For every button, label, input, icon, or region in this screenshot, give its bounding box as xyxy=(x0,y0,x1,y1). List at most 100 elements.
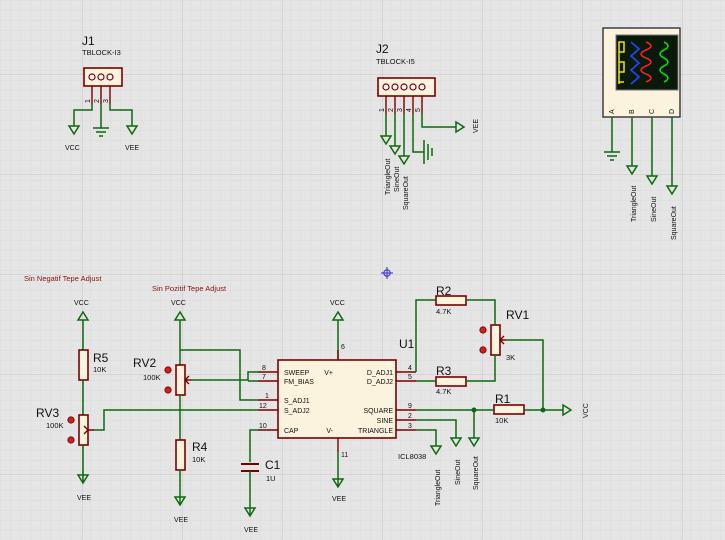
trace-a xyxy=(618,41,625,84)
j2-pin-2: 2 xyxy=(388,108,395,112)
scope-net-square: SquareOut xyxy=(671,206,678,240)
j2-pin-5: 5 xyxy=(415,108,422,112)
wire-dadj2-r3 xyxy=(416,355,496,382)
j1-vee-label: VEE xyxy=(125,145,139,152)
u1-vee-arrow xyxy=(331,478,345,489)
c1-vee-arrow xyxy=(243,507,257,518)
rv1-potentiometer[interactable]: RV1 3K xyxy=(479,308,530,362)
rv1-ref: RV1 xyxy=(506,308,529,322)
scope-net-arrows xyxy=(625,165,679,196)
u1-pin-d-adj1: D_ADJ1 xyxy=(367,370,393,377)
rv3-potentiometer[interactable]: RV3 100K xyxy=(36,406,94,446)
r1-vcc-label: VCC xyxy=(583,403,590,418)
u1-pin-4: 4 xyxy=(408,365,412,372)
r1-value: 10K xyxy=(495,416,508,425)
scope-channel-a: A xyxy=(609,109,616,114)
j2-ref: J2 xyxy=(376,42,389,56)
j1-vcc-label: VCC xyxy=(65,145,80,152)
r5-value: 10K xyxy=(93,365,106,374)
rv2-ref: RV2 xyxy=(133,356,156,370)
j1-value: TBLOCK-I3 xyxy=(82,48,121,57)
j2-ground-symbol xyxy=(423,140,433,164)
j1-ground-symbol xyxy=(93,127,109,137)
u1-pin-vplus: V+ xyxy=(324,370,333,377)
j1-pin-3: 3 xyxy=(103,99,110,103)
r2-value: 4.7K xyxy=(436,307,451,316)
wire-outputs xyxy=(416,410,475,446)
u1-ic[interactable]: 8 7 1 12 10 SWEEP FM_BIAS S_ADJ1 S_ADJ2 … xyxy=(258,344,416,459)
u1-pin-cap: CAP xyxy=(284,428,299,435)
r3-value: 4.7K xyxy=(436,387,451,396)
wire-rv2-wiper-sweep xyxy=(191,371,258,382)
rv2-vcc-label: VCC xyxy=(171,300,186,307)
wire-rv3-wiper-sadj2 xyxy=(94,409,258,431)
j1-vee-arrow xyxy=(125,125,139,136)
r1-ref: R1 xyxy=(495,392,511,406)
u1-pin-square: SQUARE xyxy=(363,408,393,415)
r4-vee-arrow xyxy=(173,496,187,507)
scope-channel-c: C xyxy=(649,109,656,114)
rv3-vee-arrow xyxy=(76,474,90,485)
u1-pin-6: 6 xyxy=(341,344,345,351)
u1-pin-s-adj2: S_ADJ2 xyxy=(284,408,310,415)
u1-vee-label: VEE xyxy=(332,496,346,503)
wire-rv1-wiper-r1 xyxy=(506,339,544,410)
wire-rv3-to-sadj1 xyxy=(180,349,258,401)
j2-terminal-block[interactable]: J2 TBLOCK-I5 1 2 3 4 5 xyxy=(376,42,436,114)
u1-pin-9: 9 xyxy=(408,403,412,410)
j2-net-sine: SineOut xyxy=(394,167,401,192)
u1-pin-triangle: TRIANGLE xyxy=(358,428,393,435)
j1-pin-2: 2 xyxy=(94,99,101,103)
u1-pin-sine: SINE xyxy=(377,418,394,425)
u1-pin-8: 8 xyxy=(262,365,266,372)
r5-ref: R5 xyxy=(93,351,109,365)
u1-vcc-label: VCC xyxy=(330,300,345,307)
u1-pin-12: 12 xyxy=(259,403,267,410)
u1-output-arrows xyxy=(429,437,481,456)
r4-value: 10K xyxy=(192,455,205,464)
u1-pin-fm-bias: FM_BIAS xyxy=(284,379,314,386)
scope-net-sine: SineOut xyxy=(651,197,658,222)
scope-wires xyxy=(611,117,673,186)
oscilloscope[interactable]: A B C D xyxy=(602,27,681,118)
junction-r1 xyxy=(540,407,546,413)
rv1-value: 3K xyxy=(506,353,515,362)
u1-pin-vminus: V- xyxy=(326,428,333,435)
rv2-value: 100K xyxy=(143,373,161,382)
c1-capacitor[interactable]: C1 1U xyxy=(241,458,281,483)
wire-dadj1-r2 xyxy=(415,299,496,372)
u1-net-triangle: TriangleOut xyxy=(435,470,442,506)
u1-value: ICL8038 xyxy=(398,452,426,461)
trace-d xyxy=(659,41,669,83)
scope-channel-b: B xyxy=(629,109,636,114)
u1-pin-sweep: SWEEP xyxy=(284,370,310,377)
u1-pin-s-adj1: S_ADJ1 xyxy=(284,398,310,405)
scope-channel-d: D xyxy=(669,109,676,114)
j1-wires xyxy=(73,104,133,128)
j2-pin-3: 3 xyxy=(397,108,404,112)
j2-pin-1: 1 xyxy=(379,108,386,112)
trace-c xyxy=(640,41,652,83)
wire-cap-c1 xyxy=(249,429,258,462)
j2-net-square: SquareOut xyxy=(403,176,410,210)
scope-ground-symbol xyxy=(604,151,620,161)
u1-ref: U1 xyxy=(399,337,415,351)
r4-ref: R4 xyxy=(192,440,208,454)
u1-pin-1: 1 xyxy=(265,393,269,400)
j2-net-arrows xyxy=(379,120,466,166)
u1-pin-5: 5 xyxy=(408,374,412,381)
r1-vcc-arrow xyxy=(562,403,573,417)
u1-pin-7: 7 xyxy=(262,374,266,381)
c1-value: 1U xyxy=(266,474,276,483)
rv3-value: 100K xyxy=(46,421,64,430)
c1-ref: C1 xyxy=(265,458,281,472)
j1-ref: J1 xyxy=(82,34,95,48)
note-positive-peak-adjust: Sin Pozitif Tepe Adjust xyxy=(152,284,227,293)
u1-pin-3: 3 xyxy=(408,423,412,430)
j1-terminal-block[interactable]: J1 TBLOCK-I3 1 2 3 xyxy=(82,34,123,104)
trace-b xyxy=(629,41,641,85)
rv3-vcc-label: VCC xyxy=(74,300,89,307)
u1-net-sine: SineOut xyxy=(455,460,462,485)
j2-vee-label: VEE xyxy=(473,119,480,133)
